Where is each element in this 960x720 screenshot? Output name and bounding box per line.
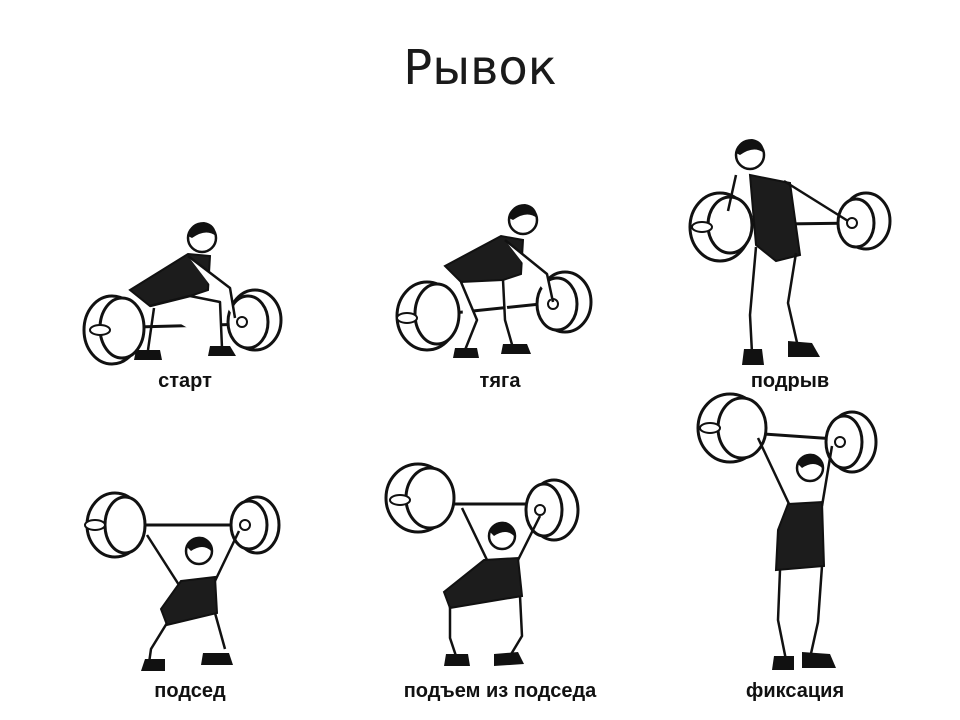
- squat-figure: [84, 491, 281, 671]
- phase-explosion: подрыв: [680, 135, 900, 400]
- start-figure: [82, 222, 283, 366]
- caption-squat: подсед: [154, 680, 226, 702]
- pull-figure: [395, 204, 593, 358]
- caption-explosion: подрыв: [750, 370, 830, 392]
- caption-fixation: фиксация: [745, 680, 845, 702]
- phase-squat: подсед: [75, 485, 305, 710]
- fixation-figure: [696, 392, 878, 670]
- phase-fixation: фиксация: [690, 390, 900, 710]
- phase-start: старт: [70, 210, 300, 400]
- phase-pull: тяга: [385, 200, 615, 400]
- rise-figure: [384, 462, 580, 666]
- page-title: Рывок: [403, 40, 557, 96]
- caption-start: старт: [158, 370, 212, 392]
- caption-pull: тяга: [479, 370, 521, 392]
- explosion-figure: [688, 139, 892, 365]
- phase-rise: подъем из подседа: [370, 460, 630, 710]
- caption-rise: подъем из подседа: [403, 680, 597, 702]
